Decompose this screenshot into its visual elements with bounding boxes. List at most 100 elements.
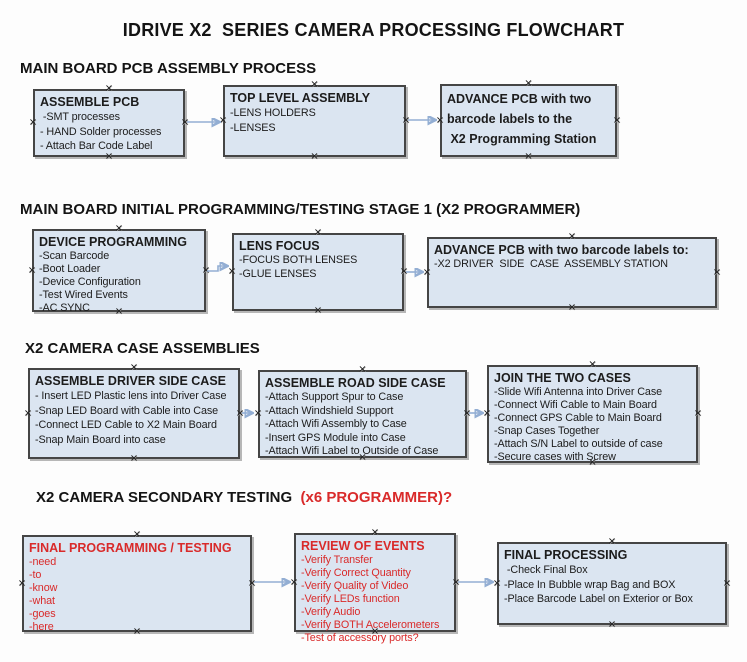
box-line: -Check Final Box — [504, 564, 588, 576]
connection-handle-icon: × — [23, 407, 33, 419]
connection-handle-icon: × — [524, 151, 533, 162]
connection-handle-icon: × — [227, 266, 237, 277]
box-line: -Snap Cases Together — [494, 425, 600, 437]
connection-handle-icon: × — [313, 227, 323, 238]
box-line: -Test of accessory ports? — [301, 632, 419, 644]
flow-box-lens-focus: LENS FOCUS -FOCUS BOTH LENSES -GLUE LENS… — [228, 228, 408, 316]
connection-handle-icon: × — [289, 576, 299, 588]
box-line: -Place In Bubble wrap Bag and BOX — [504, 578, 676, 591]
box-line: -Verify Transfer — [301, 554, 373, 566]
box-line: -Connect LED Cable to X2 Main Board — [35, 419, 217, 431]
connection-handle-icon: × — [310, 79, 319, 90]
connection-handle-icon: × — [451, 576, 461, 588]
connection-handle-icon: × — [27, 264, 37, 276]
connection-handle-icon: × — [104, 83, 114, 94]
section-heading-case-assemblies: X2 CAMERA CASE ASSEMBLIES — [25, 340, 260, 357]
section-heading-black-part: X2 CAMERA SECONDARY TESTING — [36, 489, 293, 506]
flow-box-assemble-driver-side-case: ASSEMBLE DRIVER SIDE CASE - Insert LED P… — [24, 363, 244, 464]
box-line: -X2 DRIVER SIDE CASE ASSEMBLY STATION — [434, 258, 668, 270]
box-line: ADVANCE PCB with two — [447, 92, 592, 106]
connection-handle-icon: × — [17, 577, 27, 589]
connection-handle-icon: × — [104, 151, 114, 162]
box-title: ADVANCE PCB with two barcode labels to: — [434, 243, 689, 257]
connection-handle-icon: × — [399, 266, 409, 277]
flow-box-final-processing: FINAL PROCESSING -Check Final Box -Place… — [493, 537, 731, 630]
flow-box-assemble-road-side-case: ASSEMBLE ROAD SIDE CASE -Attach Support … — [254, 365, 471, 463]
connection-handle-icon: × — [132, 529, 142, 540]
box-line: -Attach S/N Label to outside of case — [494, 438, 663, 450]
box-line: -Slide Wifi Antenna into Driver Case — [494, 386, 663, 398]
connection-handle-icon: × — [712, 266, 722, 278]
connection-handle-icon: × — [370, 527, 380, 538]
connection-handle-icon: × — [235, 407, 245, 419]
section-heading-pcb-assembly: MAIN BOARD PCB ASSEMBLY PROCESS — [20, 60, 317, 77]
connection-handle-icon: × — [567, 231, 577, 242]
connection-handle-icon: × — [693, 408, 703, 419]
box-line: -FOCUS BOTH LENSES — [239, 254, 358, 266]
box-title: JOIN THE TWO CASES — [494, 371, 631, 385]
connection-handle-icon: × — [114, 223, 124, 234]
box-title: LENS FOCUS — [239, 239, 320, 253]
connection-handle-icon: × — [114, 306, 124, 317]
box-line: -SMT processes — [40, 111, 120, 123]
connection-handle-icon: × — [180, 117, 190, 128]
connection-handle-icon: × — [313, 305, 323, 316]
box-title: FINAL PROGRAMMING / TESTING — [29, 541, 232, 555]
box-line: - HAND Solder processes — [40, 125, 162, 138]
box-line: -Test Wired Events — [39, 289, 128, 301]
box-line: -Boot Loader — [39, 263, 101, 275]
flow-box-join-the-two-cases: JOIN THE TWO CASES -Slide Wifi Antenna i… — [483, 360, 702, 468]
connection-handle-icon: × — [358, 452, 367, 463]
box-title: FINAL PROCESSING — [504, 548, 628, 562]
box-line: -know — [29, 582, 58, 594]
box-line: -Verify Correct Quantity — [301, 567, 411, 579]
connection-handle-icon: × — [201, 264, 211, 276]
flow-box-review-of-events: REVIEW OF EVENTS -Verify Transfer -Verif… — [290, 528, 460, 645]
box-line: -Insert GPS Module into Case — [265, 431, 406, 444]
connection-handle-icon: × — [435, 114, 445, 126]
section-heading-initial-programming: MAIN BOARD INITIAL PROGRAMMING/TESTING S… — [20, 201, 581, 218]
box-line: -Verify LEDs function — [301, 593, 400, 605]
flow-box-advance-pcb-programming-station: ADVANCE PCB with two barcode labels to t… — [436, 79, 621, 162]
box-line: -Attach Support Spur to Case — [265, 391, 404, 403]
connection-handle-icon: × — [462, 408, 472, 419]
connection-handle-icon: × — [567, 302, 577, 313]
connection-handle-icon: × — [722, 577, 732, 589]
box-title: REVIEW OF EVENTS — [301, 539, 425, 553]
connection-handle-icon: × — [492, 577, 502, 589]
box-line: -AC SYNC — [39, 302, 90, 314]
box-title: ASSEMBLE PCB — [40, 95, 140, 109]
box-title: ASSEMBLE ROAD SIDE CASE — [265, 376, 446, 390]
box-line: -Attach Wifi Label to Outside of Case — [265, 445, 439, 457]
box-line: -need — [29, 556, 57, 568]
box-title: DEVICE PROGRAMMING — [39, 235, 187, 249]
box-line: -to — [29, 569, 42, 581]
box-line: -LENSES — [230, 121, 276, 134]
connection-handle-icon: × — [28, 117, 38, 128]
connection-handle-icon: × — [370, 626, 380, 637]
box-title: TOP LEVEL ASSEMBLY — [230, 91, 371, 105]
connection-handle-icon: × — [358, 364, 367, 375]
flow-box-top-level-assembly: TOP LEVEL ASSEMBLY -LENS HOLDERS -LENSES… — [219, 80, 410, 162]
connection-handle-icon: × — [253, 408, 263, 419]
connection-handle-icon: × — [607, 536, 617, 547]
connection-handle-icon: × — [422, 266, 432, 278]
box-line: -here — [29, 621, 54, 633]
box-line: - Attach Bar Code Label — [40, 140, 153, 152]
flow-box-final-programming-testing: FINAL PROGRAMMING / TESTING -need -to -k… — [18, 530, 256, 637]
box-line: X2 Programming Station — [447, 132, 597, 146]
box-line: -Connect Wifi Cable to Main Board — [494, 399, 657, 411]
box-line: -Snap Main Board into case — [35, 433, 166, 446]
connection-handle-icon: × — [218, 115, 228, 126]
box-line: -what — [29, 595, 55, 607]
box-line: -Secure cases with Screw — [494, 451, 616, 463]
box-line: -Scan Barcode — [39, 250, 110, 262]
box-line: -Place Barcode Label on Exterior or Box — [504, 593, 693, 605]
connection-handle-icon: × — [607, 619, 617, 630]
box-title: ASSEMBLE DRIVER SIDE CASE — [35, 374, 227, 388]
box-line: -Snap LED Board with Cable into Case — [35, 404, 219, 417]
connection-handle-icon: × — [132, 626, 142, 637]
flow-box-assemble-pcb: ASSEMBLE PCB -SMT processes - HAND Solde… — [29, 84, 189, 162]
section-heading-secondary-testing: X2 CAMERA SECONDARY TESTING (x6 PROGRAMM… — [36, 489, 452, 506]
